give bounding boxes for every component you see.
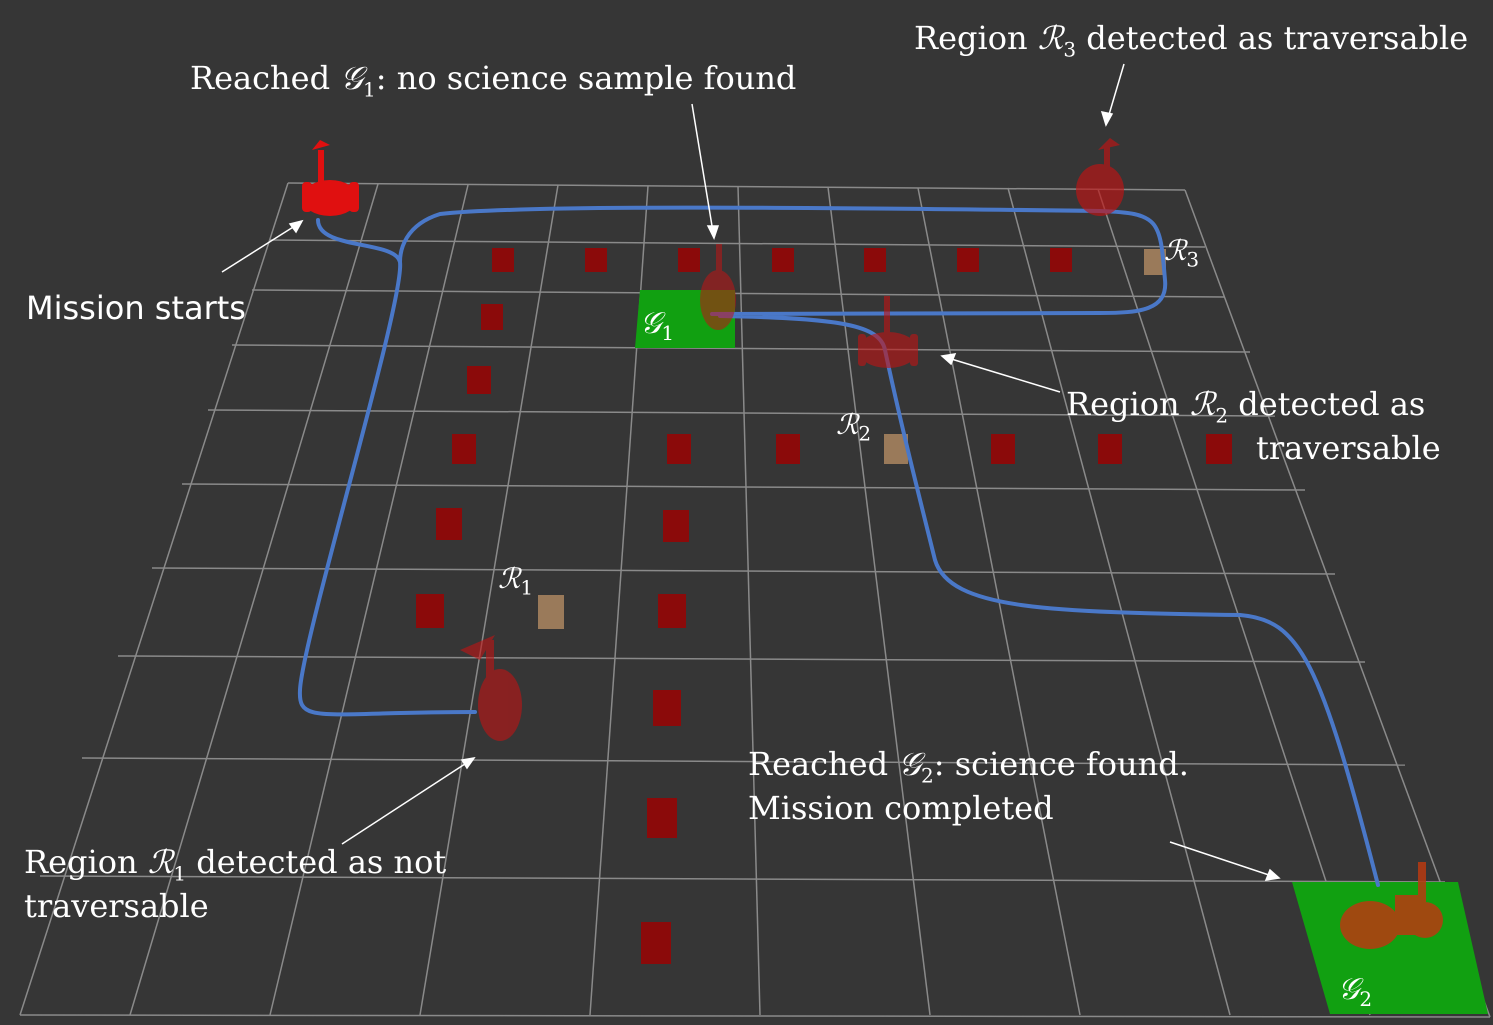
obstacle [663,510,689,542]
region-2-marker: ℛ2 [836,408,871,446]
goal-1-sub: 1 [661,321,675,345]
region-r3-suffix: detected as traversable [1076,19,1469,57]
region-1-marker: ℛ1 [498,562,533,600]
region-3-box [1144,249,1166,275]
region-r1-sub: 1 [173,861,187,886]
region-r2-sub: 2 [1215,403,1229,428]
goal-2-symbol: 𝒢 [1338,972,1360,1007]
obstacle [667,434,691,464]
region-2-symbol: ℛ [836,408,859,441]
obstacle [416,594,444,628]
region-1-sub: 1 [520,575,534,600]
region-r1-suffix: detected as not [186,843,447,881]
obstacle [653,690,681,726]
region-3-symbol: ℛ [1164,234,1187,267]
obstacle [864,248,886,272]
obstacle [492,248,514,272]
obstacle [647,798,677,838]
rover-goal-2 [1340,862,1443,949]
region-3-marker: ℛ3 [1164,234,1199,272]
region-1-symbol: ℛ [498,562,521,595]
goal-1-symbol: 𝒢 [640,306,662,341]
ground-grid [19,182,1491,1018]
region-r1-label: Region ℛ1 detected as not [24,840,446,895]
rover-region-1 [460,635,522,741]
reached-g2-label: Reached 𝒢2: science found. [748,742,1189,797]
reached-g2-suffix: : science found. [933,745,1189,783]
reached-g2-symbol: 𝒢 [898,745,922,783]
obstacle [641,922,671,964]
obstacle [1098,434,1122,464]
reached-g2-label-line2: Mission completed [748,789,1054,827]
region-r3-prefix: Region [914,19,1038,57]
rover-region-2 [858,296,918,368]
reached-g1-suffix: : no science sample found [375,59,797,97]
reached-g1-sub: 1 [363,77,376,102]
obstacle [957,248,979,272]
region-r3-label: Region ℛ3 detected as traversable [914,16,1468,71]
goal-2-pad [1292,882,1488,1014]
obstacle [481,304,503,330]
region-r2-label: Region ℛ2 detected as [1066,382,1425,437]
region-2-sub: 2 [858,421,872,446]
reached-g2-sub: 2 [921,763,934,788]
reached-g1-label: Reached 𝒢1: no science sample found [190,56,796,111]
rover-goal-1 [700,244,736,330]
mission-starts-label: Mission starts [26,289,246,327]
obstacles [416,248,1232,964]
region-1-box [538,595,564,629]
region-r1-prefix: Region [24,843,148,881]
region-r1-symbol: ℛ [147,843,174,881]
obstacle [658,594,686,628]
region-r1-label-line2: traversable [24,887,209,925]
region-r2-symbol: ℛ [1189,385,1216,423]
goal-2-sub: 2 [1359,987,1373,1011]
obstacle [452,434,476,464]
obstacle [991,434,1015,464]
obstacle [772,248,794,272]
goal-1-marker: 𝒢1 [640,306,674,345]
reached-g1-symbol: 𝒢 [340,59,364,97]
rover-region-3 [1076,138,1124,216]
goal-2-marker: 𝒢2 [1338,972,1372,1011]
region-r2-prefix: Region [1066,385,1190,423]
annotation-arrows [221,63,1281,881]
region-3-sub: 3 [1186,247,1200,272]
obstacle [585,248,607,272]
obstacle [467,366,491,394]
rover-start [302,140,359,216]
region-r2-suffix: detected as [1228,385,1426,423]
obstacle [436,508,462,540]
reached-g2-prefix: Reached [748,745,899,783]
region-r2-label-line2: traversable [1256,429,1441,467]
region-r3-sub: 3 [1063,37,1077,62]
region-r3-symbol: ℛ [1037,19,1064,57]
obstacle [1206,434,1232,464]
reached-g1-prefix: Reached [190,59,341,97]
obstacle [678,248,700,272]
obstacle [776,434,800,464]
obstacle [1050,248,1072,272]
